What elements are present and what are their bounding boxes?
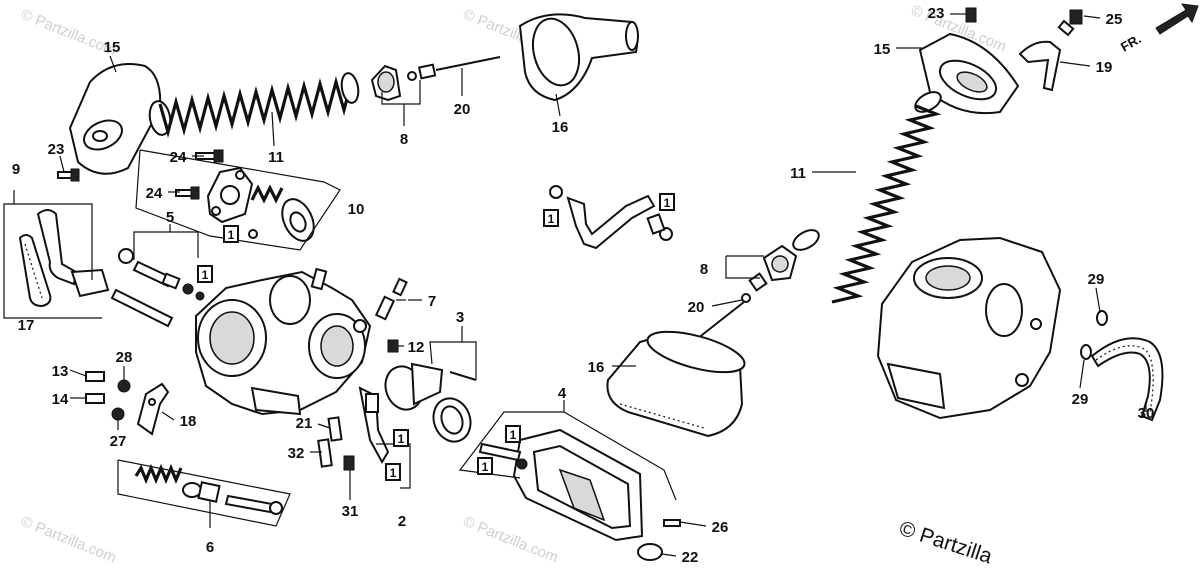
callout-number: 6	[206, 539, 214, 556]
callout-number: 29	[1088, 271, 1105, 288]
callout-number: 28	[116, 349, 133, 366]
fuel-hose-part	[18, 209, 110, 308]
callout-number: 20	[454, 101, 471, 118]
callout-number: 31	[342, 503, 359, 520]
callout-number: 15	[874, 41, 891, 58]
callout-number: 11	[790, 165, 806, 182]
leader-lines	[59, 13, 1147, 557]
callout-number: 11	[268, 149, 284, 166]
callout-number: 9	[12, 161, 20, 178]
callout-number: 24	[170, 149, 187, 166]
callout-number: 8	[700, 261, 708, 278]
watermark: © Partzilla.com	[461, 513, 561, 567]
callout-number: 23	[48, 141, 65, 158]
callout-number: 12	[408, 339, 425, 356]
front-arrow-label: FR.	[1118, 31, 1144, 54]
reference-box-label: 1	[510, 428, 517, 442]
screw-parts	[57, 149, 258, 239]
callout-number: 10	[348, 201, 365, 218]
callout-number: 24	[146, 185, 163, 202]
carburetor-body-part	[195, 267, 372, 416]
callout-number: 15	[104, 39, 121, 56]
callout-number: 4	[558, 385, 567, 402]
callout-number: 29	[1072, 391, 1089, 408]
callout-number: 16	[588, 359, 605, 376]
vacuum-piston-part	[518, 13, 639, 102]
callout-number: 32	[288, 445, 305, 462]
callout-number: 26	[712, 519, 729, 536]
callout-number: 27	[110, 433, 127, 450]
accelerator-pump-part	[206, 166, 315, 242]
callout-number: 18	[180, 413, 197, 430]
callout-number: 20	[688, 299, 705, 316]
watermark: © Partzilla.com	[19, 513, 119, 567]
reference-box-label: 1	[398, 432, 405, 446]
callout-number: 23	[928, 5, 945, 22]
callout-number: 3	[456, 309, 464, 326]
callout-labels: 15 23 24 24 11 10 9 5 17 8 20 16 7 12 3 …	[12, 5, 1155, 566]
fuel-hose-part	[1080, 310, 1164, 422]
callout-number: 19	[1096, 59, 1113, 76]
reference-box-label: 1	[664, 196, 671, 210]
vacuum-piston-part	[606, 330, 746, 438]
reference-box-label: 1	[228, 228, 235, 242]
copyright-text: © Partzilla	[896, 517, 995, 569]
pilot-screw-part	[110, 248, 205, 328]
callout-number: 21	[296, 415, 313, 432]
grouping-brackets	[3, 80, 764, 527]
carburetor-body-part	[876, 236, 1062, 420]
throttle-stop-screw-part	[134, 463, 283, 515]
float-bowl-part	[478, 428, 681, 561]
callout-number: 22	[682, 549, 699, 566]
spring-part	[148, 72, 360, 139]
top-cover-part	[918, 32, 1020, 115]
top-cover-part	[68, 63, 162, 175]
callout-number: 30	[1138, 405, 1155, 422]
callout-number: 5	[166, 209, 174, 226]
callout-number: 16	[552, 119, 569, 136]
callout-number: 25	[1106, 11, 1123, 28]
jet-needle-part	[370, 56, 501, 102]
linkage-rod-part	[549, 185, 673, 250]
spring-part	[792, 91, 942, 304]
callout-number: 14	[52, 391, 69, 408]
callout-number: 2	[398, 513, 406, 530]
callout-number: 8	[400, 131, 408, 148]
callout-number: 17	[18, 317, 35, 334]
reference-box-label: 1	[202, 268, 209, 282]
front-arrow-icon: FR.	[1118, 3, 1199, 55]
reference-box-label: 1	[548, 212, 555, 226]
throttle-bracket-part	[85, 371, 170, 436]
jet-needle-part	[687, 244, 798, 347]
reference-boxes: 1 1 1 1 1 1 1 1	[197, 193, 675, 481]
small-hardware-part	[965, 7, 1083, 92]
reference-box-label: 1	[390, 466, 397, 480]
reference-box-label: 1	[482, 460, 489, 474]
callout-number: 7	[428, 293, 436, 310]
callout-number: 13	[52, 363, 69, 380]
